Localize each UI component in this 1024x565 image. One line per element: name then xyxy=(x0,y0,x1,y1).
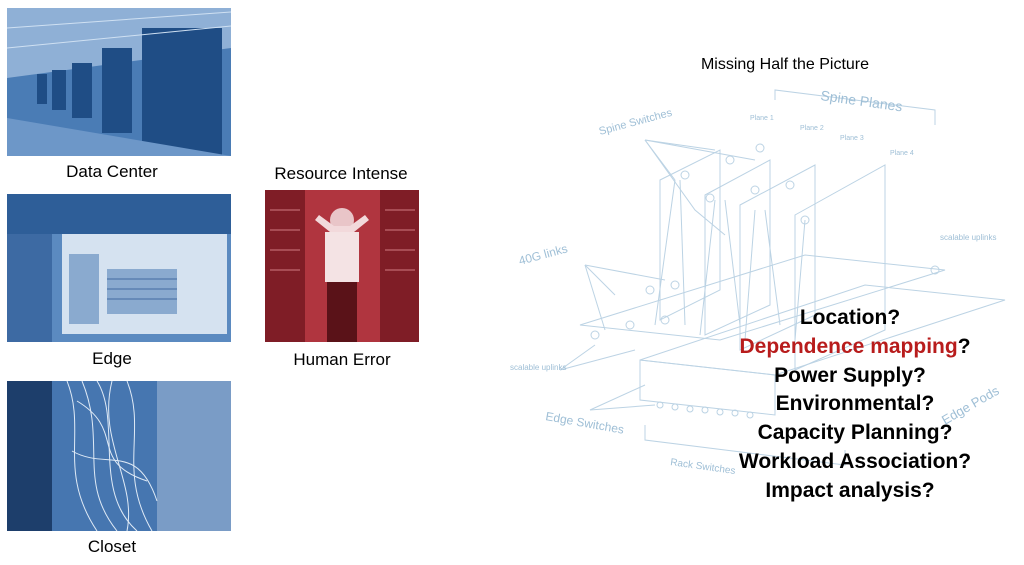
human-error-caption: Human Error xyxy=(293,350,391,369)
plane-4-label: Plane 4 xyxy=(890,150,914,157)
edge-photo-art xyxy=(7,194,231,342)
closet-photo-art xyxy=(7,381,231,531)
question-workload-association: Workload Association? xyxy=(738,450,972,473)
edge-image xyxy=(7,194,231,342)
human-error-image xyxy=(265,190,419,342)
frustrated-person-photo-art xyxy=(265,190,419,342)
network-topology-diagram: Spine Planes Spine Switches Plane 1 Plan… xyxy=(510,87,1006,475)
question-capacity-planning: Capacity Planning? xyxy=(757,421,953,444)
plane-1-label: Plane 1 xyxy=(750,115,774,122)
closet-caption: Closet xyxy=(87,537,137,556)
spine-planes-label: Spine Planes xyxy=(820,87,904,114)
question-power-supply: Power Supply? xyxy=(774,364,926,387)
plane-2-label: Plane 2 xyxy=(800,125,824,132)
scalable-uplinks-left-label: scalable uplinks xyxy=(510,363,566,372)
diagram-title: Missing Half the Picture xyxy=(700,56,870,73)
question-location: Location? xyxy=(799,306,901,329)
question-environmental: Environmental? xyxy=(775,392,935,415)
edge-caption: Edge xyxy=(92,349,132,368)
closet-image xyxy=(7,381,231,531)
question-dependence-mapping: Dependence mapping? xyxy=(695,335,1015,359)
data-center-image xyxy=(7,8,231,156)
plane-3-label: Plane 3 xyxy=(840,135,864,142)
dependence-mapping-highlight: Dependence mapping xyxy=(739,335,958,358)
data-center-caption: Data Center xyxy=(66,162,158,181)
dependence-mapping-suffix: ? xyxy=(957,335,971,358)
resource-intense-title: Resource Intense xyxy=(274,164,408,183)
data-center-photo-art xyxy=(7,8,231,156)
40g-links-label: 40G links xyxy=(517,241,569,267)
question-impact-analysis: Impact analysis? xyxy=(765,479,935,502)
spine-switches-label: Spine Switches xyxy=(598,107,674,138)
scalable-uplinks-right-label: scalable uplinks xyxy=(940,233,996,242)
edge-switches-label: Edge Switches xyxy=(544,409,625,437)
